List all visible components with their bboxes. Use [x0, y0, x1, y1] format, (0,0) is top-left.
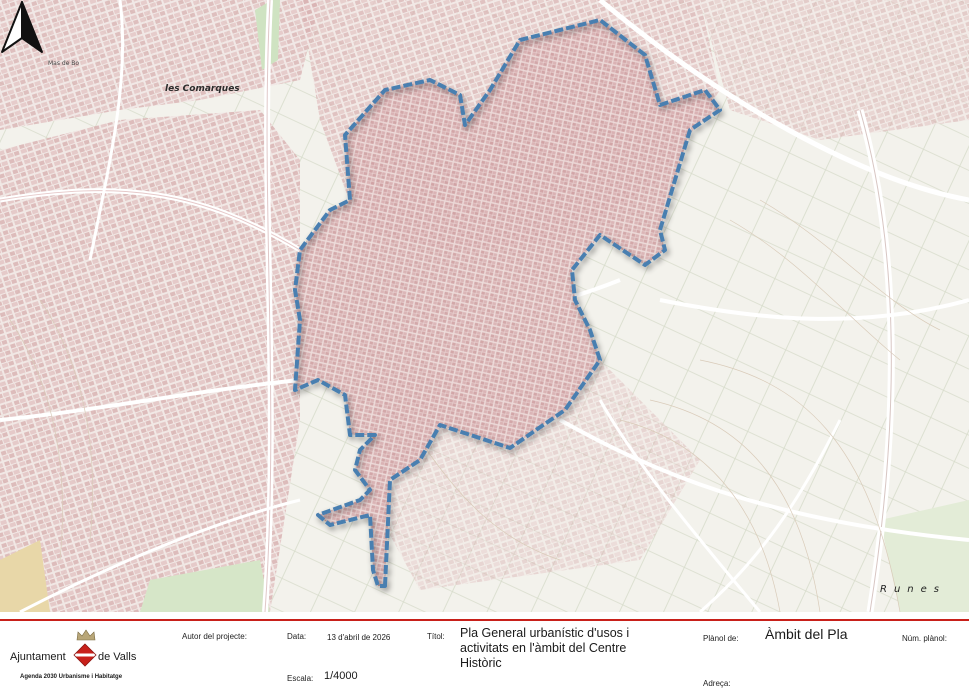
autor-label: Autor del projecte: — [182, 632, 247, 641]
map-drawing[interactable] — [0, 0, 969, 612]
titleblock: Ajuntament de Valls Agenda 2030 Urbanism… — [0, 621, 969, 691]
num-planol-label: Núm. plànol: — [902, 634, 947, 643]
historic-centre-area — [295, 20, 720, 586]
map-label-mas: Mas de Bo — [48, 60, 80, 67]
planol-value: Àmbit del Pla — [765, 626, 848, 642]
plan-boundary[interactable] — [293, 18, 722, 588]
data-label: Data: — [287, 632, 307, 641]
contour-lines — [9, 199, 941, 612]
map-label-comarques: les Comarques — [165, 84, 240, 94]
roads — [0, 0, 969, 612]
coat-of-arms-icon — [73, 643, 97, 667]
map-canvas[interactable]: les Comarques Mas de Bo Runes — [0, 0, 969, 612]
north-arrow-icon — [1, 1, 43, 53]
crown-icon — [76, 629, 96, 641]
titleblock-divider — [0, 619, 969, 621]
titol-label: Títol: — [427, 632, 445, 641]
escala-value: 1/4000 — [324, 670, 358, 682]
logo-agenda-text: Agenda 2030 Urbanisme i Habitatge — [20, 674, 123, 680]
map-label-runes: Runes — [880, 584, 946, 595]
planol-label: Plànol de: — [703, 634, 739, 643]
data-value: 13 d'abril de 2026 — [327, 633, 391, 642]
logo-devalls-text: de Valls — [98, 651, 137, 663]
logo-ajuntament-text: Ajuntament — [10, 651, 66, 663]
adreca-label: Adreça: — [703, 679, 731, 688]
escala-label: Escala: — [287, 674, 314, 683]
titol-value: Pla General urbanístic d'usos i activita… — [460, 626, 630, 670]
